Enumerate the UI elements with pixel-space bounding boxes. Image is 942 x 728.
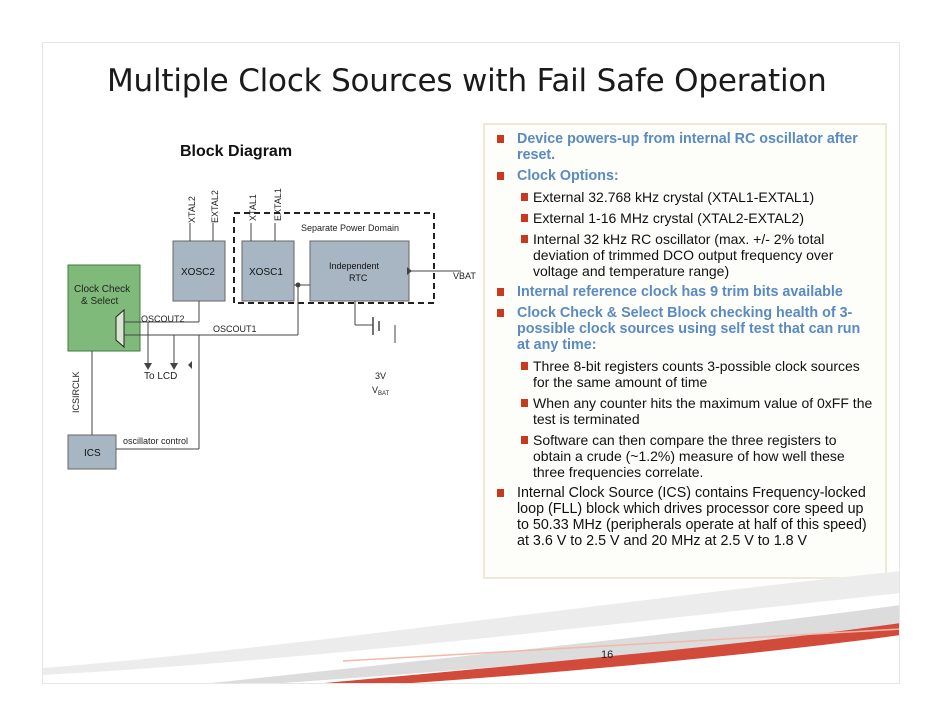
vbat-symbol-label: VBAT [372, 385, 390, 397]
xosc2-block [172, 240, 226, 302]
xtal1-label: XTAL1 [248, 194, 258, 221]
slide-title: Multiple Clock Sources with Fail Safe Op… [107, 63, 827, 99]
bullet-marker-icon [521, 436, 528, 444]
power-domain-label: Separate Power Domain [301, 223, 399, 233]
xtal2-label: XTAL2 [187, 196, 197, 223]
sub-bullet-item: External 1-16 MHz crystal (XTAL2-EXTAL2) [495, 210, 875, 226]
ics-block [67, 434, 117, 470]
xosc1-block [241, 240, 295, 302]
bullet-marker-icon [521, 193, 528, 201]
oscout1-label: OSCOUT1 [213, 324, 257, 334]
vbat-label: VBAT [453, 271, 476, 281]
three-volt-label: 3V [375, 371, 386, 381]
to-lcd-label: To LCD [144, 371, 177, 382]
power-domain-box [233, 212, 435, 304]
oscout2-label: OSCOUT2 [141, 314, 185, 324]
rtc-label-2: RTC [349, 273, 368, 283]
sub-bullet-item: External 32.768 kHz crystal (XTAL1-EXTAL… [495, 189, 875, 205]
decorative-swoosh [43, 571, 899, 683]
bullet-marker-icon [497, 489, 504, 497]
bullet-marker-icon [497, 288, 504, 296]
clock-check-label-2: & Select [81, 296, 118, 307]
ics-label: ICS [84, 448, 101, 459]
sub-bullet-item: Internal 32 kHz RC oscillator (max. +/- … [495, 231, 875, 279]
battery-symbol [372, 317, 380, 335]
junction-dot [295, 282, 301, 288]
icsirclk-label: ICSIRCLK [71, 371, 81, 413]
bullet-marker-icon [497, 172, 504, 180]
bullet-marker-icon [521, 399, 528, 407]
bullet-marker-icon [497, 309, 504, 317]
bullet-marker-icon [521, 214, 528, 222]
xosc1-label: XOSC1 [249, 267, 283, 278]
clock-check-block [67, 264, 141, 352]
page-number: 16 [601, 649, 614, 661]
clock-check-label-1: Clock Check [74, 284, 131, 295]
extal1-label: EXTAL1 [273, 188, 283, 221]
bullet-marker-icon [497, 135, 504, 143]
sub-bullet-item: Three 8-bit registers counts 3-possible … [495, 358, 875, 390]
sub-bullet-item: When any counter hits the maximum value … [495, 395, 875, 427]
arrow-heads [144, 267, 412, 370]
rtc-block [309, 240, 410, 302]
rtc-label-1: Independent [329, 261, 380, 271]
bullet-item: Clock Check & Select Block checking heal… [495, 305, 875, 353]
xosc2-label: XOSC2 [181, 267, 215, 278]
sub-bullet-item: Software can then compare the three regi… [495, 432, 875, 480]
bullet-panel: Device powers-up from internal RC oscill… [483, 123, 887, 579]
mux-symbol [115, 308, 125, 349]
bullet-item: Internal reference clock has 9 trim bits… [495, 284, 875, 300]
oscillator-control-label: oscillator control [123, 436, 188, 446]
slide: Multiple Clock Sources with Fail Safe Op… [42, 42, 900, 684]
extal2-label: EXTAL2 [210, 190, 220, 223]
bullet-marker-icon [521, 362, 528, 370]
bullet-item: Device powers-up from internal RC oscill… [495, 131, 875, 163]
bullet-item: Clock Options: [495, 168, 875, 184]
bullet-item: Internal Clock Source (ICS) contains Fre… [495, 485, 875, 549]
bullet-marker-icon [521, 235, 528, 243]
diagram-heading: Block Diagram [180, 143, 292, 160]
block-diagram: Block Diagram Separate Power Domain Cloc… [67, 143, 476, 470]
